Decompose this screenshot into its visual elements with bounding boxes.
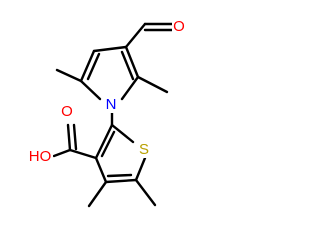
bond-c5-methyl xyxy=(55,68,83,83)
bond-thio-c3-c2-double xyxy=(100,130,116,158)
bond-pyrrole-n-c2 xyxy=(120,75,140,101)
molecule-drawing: O N O HO S xyxy=(27,18,186,208)
bond-pyrrole-c4-c5-double xyxy=(86,52,101,81)
carboxylic-oxygen-label: O xyxy=(61,103,73,120)
bond-thio-c3-c2 xyxy=(94,123,114,160)
thiophene-sulfur-atom: S xyxy=(136,141,152,158)
bond-thio-c2-s xyxy=(110,123,135,144)
bond-thio-c4-c3 xyxy=(94,156,108,184)
bond-c3-cooh xyxy=(68,148,98,160)
bond-cooh-oh xyxy=(52,148,72,158)
bond-pyrrole-c3-c4 xyxy=(92,45,128,53)
pyrrole-nitrogen-atom: N xyxy=(103,96,120,113)
bond-thio-s-c5 xyxy=(134,156,147,182)
bond-c2-methyl xyxy=(136,75,169,94)
carboxylic-hydroxyl-atom: HO xyxy=(27,148,53,165)
aldehyde-oxygen-label: O xyxy=(173,18,185,35)
pyrrole-nitrogen-label: N xyxy=(106,96,117,113)
bond-pyrrole-c2-c3-double xyxy=(120,50,135,81)
aldehyde-oxygen-atom: O xyxy=(172,18,186,35)
structure-canvas: O N O HO S xyxy=(27,17,186,208)
thiophene-sulfur-label: S xyxy=(139,141,149,158)
bond-pyrrole-c4-c5 xyxy=(79,49,96,83)
bond-thio-c5-c4-double xyxy=(106,173,133,178)
carboxylic-hydroxyl-label: HO xyxy=(29,148,52,165)
bond-pyrrole-c5-n xyxy=(79,79,102,101)
bond-cooh-o xyxy=(66,123,72,152)
bond-thio-c5-c4 xyxy=(104,178,138,184)
bond-pyrrole-c2-c3 xyxy=(124,45,140,79)
bonds xyxy=(52,22,174,208)
carboxylic-oxygen-atom: O xyxy=(60,103,76,120)
bond-cooh-o-double xyxy=(72,123,78,151)
bond-c4-methyl xyxy=(87,180,108,208)
atom-labels: O N O HO S xyxy=(27,18,186,165)
bond-c5-methyl-thio xyxy=(134,178,157,207)
bond-c3-cho xyxy=(124,22,147,49)
